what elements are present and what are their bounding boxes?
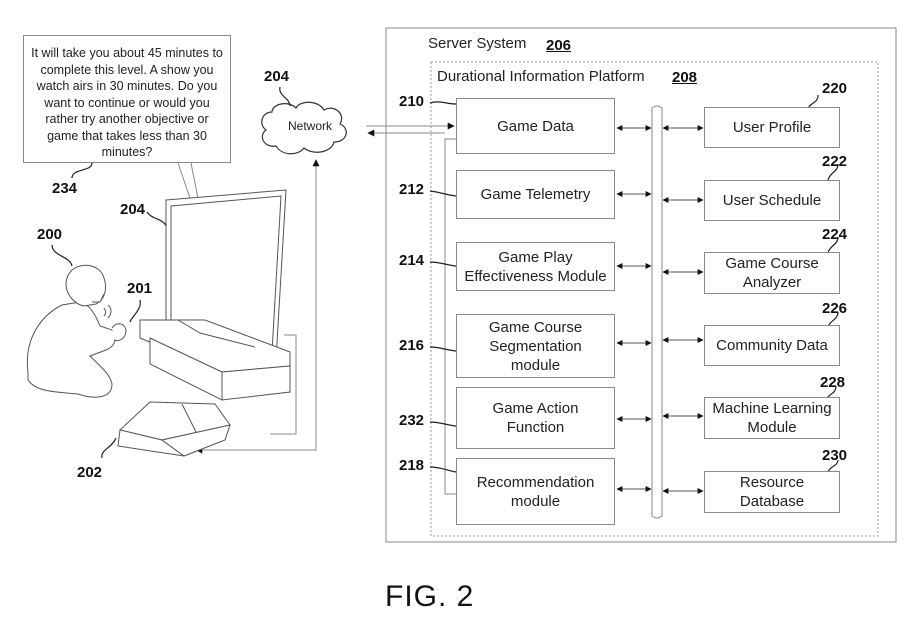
server-system-box — [385, 27, 897, 543]
module-user-schedule: User Schedule — [704, 180, 840, 221]
module-game-telemetry: Game Telemetry — [456, 170, 615, 219]
leader-214 — [429, 261, 457, 267]
ref-212: 212 — [399, 181, 425, 198]
ref-230: 230 — [822, 447, 848, 464]
leader-222 — [827, 163, 839, 181]
network-label: Network — [288, 119, 333, 133]
ref-208: 208 — [672, 69, 698, 86]
module-game-action-function: Game Action Function — [456, 387, 615, 449]
ref-218: 218 — [399, 457, 425, 474]
module-recommendation: Recommendation module — [456, 458, 615, 525]
module-game-play-effectiveness: Game Play Effectiveness Module — [456, 242, 615, 291]
leader-218 — [429, 466, 457, 473]
module-community-data: Community Data — [704, 325, 840, 366]
bus-column — [651, 105, 663, 519]
television-icon — [139, 189, 291, 401]
ref-224: 224 — [822, 226, 848, 243]
ref-220: 220 — [822, 80, 848, 97]
ref-228: 228 — [820, 374, 846, 391]
leader-204-tv — [146, 211, 168, 229]
module-label: Recommendation module — [476, 473, 595, 510]
module-label: Game Telemetry — [480, 186, 591, 203]
ref-204-display: 204 — [120, 201, 146, 218]
ref-210: 210 — [399, 93, 425, 110]
module-label: User Profile — [732, 119, 812, 136]
module-label: Machine Learning Module — [712, 400, 832, 436]
leader-200 — [51, 244, 73, 267]
ref-222: 222 — [822, 153, 848, 170]
server-system-title: Server System — [428, 35, 527, 52]
game-console-icon — [117, 401, 231, 457]
leader-224 — [827, 236, 839, 254]
module-label: Game Course Analyzer — [725, 255, 819, 291]
ref-201: 201 — [127, 280, 153, 297]
user-person-icon — [26, 264, 127, 398]
leader-201 — [129, 299, 141, 323]
leader-212 — [429, 190, 457, 197]
leader-216 — [429, 346, 457, 352]
ref-226: 226 — [822, 300, 848, 317]
module-label: Game Action Function — [492, 400, 579, 436]
leader-230 — [827, 459, 839, 473]
module-user-profile: User Profile — [704, 107, 840, 148]
leader-204-network — [279, 86, 291, 107]
speech-bubble: It will take you about 45 minutes to com… — [23, 35, 231, 163]
ref-216: 216 — [399, 337, 425, 354]
leader-210 — [429, 101, 457, 105]
ref-204-network: 204 — [264, 68, 290, 85]
module-game-course-segmentation: Game Course Segmentation module — [456, 314, 615, 378]
module-label: Game Course Segmentation module — [488, 318, 583, 374]
ref-214: 214 — [399, 252, 425, 269]
module-label: Game Play Effectiveness Module — [464, 248, 607, 285]
tv-to-console-line — [270, 334, 297, 435]
ref-232: 232 — [399, 412, 425, 429]
ref-206: 206 — [546, 37, 572, 54]
module-game-course-analyzer: Game Course Analyzer — [704, 252, 840, 294]
network-to-console-line — [195, 160, 317, 454]
platform-title: Durational Information Platform — [437, 68, 645, 85]
module-label: Resource Database — [739, 474, 805, 510]
speech-bubble-text: It will take you about 45 minutes to com… — [31, 46, 223, 159]
platform-box — [430, 61, 879, 537]
left-module-bracket — [444, 138, 456, 495]
figure-label: FIG. 2 — [385, 580, 475, 613]
network-cloud-icon — [261, 101, 347, 155]
module-resource-database: Resource Database — [704, 471, 840, 513]
module-label: Game Data — [497, 117, 574, 135]
ref-202: 202 — [77, 464, 103, 481]
ref-234: 234 — [52, 180, 78, 197]
ref-200: 200 — [37, 226, 63, 243]
leader-232 — [429, 421, 457, 427]
module-label: User Schedule — [722, 192, 822, 209]
leader-202 — [101, 437, 117, 459]
module-label: Community Data — [716, 337, 828, 354]
module-game-data: Game Data — [456, 98, 615, 154]
leader-234 — [71, 162, 93, 179]
module-machine-learning: Machine Learning Module — [704, 397, 840, 439]
